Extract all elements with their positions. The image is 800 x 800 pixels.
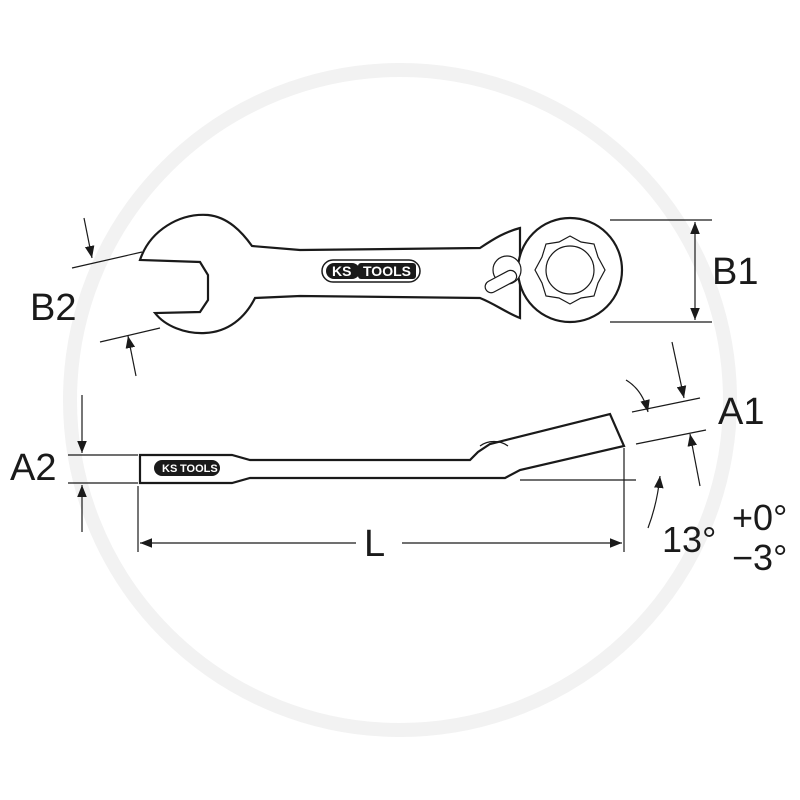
label-a2: A2 [10, 447, 56, 489]
ring-12point [534, 235, 606, 305]
brand-badge-side: KS TOOLS [154, 460, 220, 476]
ring-end [516, 216, 624, 324]
wrench-side-view: KS TOOLS [138, 412, 626, 485]
brand-tools-side: TOOLS [180, 463, 218, 475]
brand-tools: TOOLS [363, 263, 411, 279]
side-slot [479, 440, 509, 447]
ring-inner [545, 245, 595, 295]
dim-l: L [137, 448, 625, 565]
label-b2: B2 [30, 287, 76, 329]
side-shank [138, 412, 626, 485]
label-tol-plus: +0° [732, 497, 787, 538]
brand-badge-top: KS TOOLS [321, 259, 421, 283]
label-b1: B1 [712, 251, 758, 293]
dim-a1: A1 [625, 341, 764, 487]
wrench-top-view: KS TOOLS [138, 213, 624, 335]
watermark-circle [63, 63, 737, 737]
dim-a2: A2 [10, 395, 138, 532]
brand-ks: KS [332, 263, 351, 279]
reverse-lever [484, 255, 522, 294]
label-l: L [364, 523, 385, 565]
brand-ks-side: KS [162, 463, 177, 475]
label-tol-minus: −3° [732, 537, 787, 578]
dim-angle: 13° +0° −3° [520, 475, 787, 578]
label-angle: 13° [662, 519, 716, 560]
dim-b1: B1 [610, 219, 758, 323]
dim-b2: B2 [30, 217, 161, 377]
label-a1: A1 [718, 391, 764, 433]
